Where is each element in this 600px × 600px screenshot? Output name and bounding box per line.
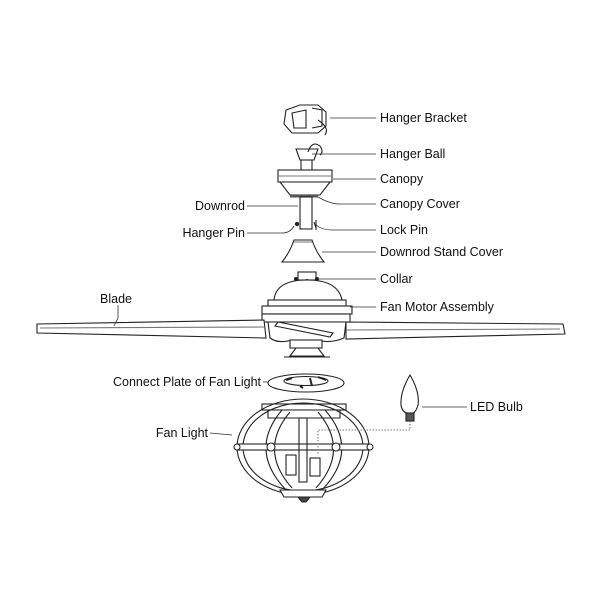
label-led-bulb: LED Bulb bbox=[470, 400, 523, 414]
connect-plate-part bbox=[267, 373, 345, 393]
downrod-stand-cover-part bbox=[280, 239, 326, 263]
label-collar: Collar bbox=[380, 272, 413, 286]
hanger-ball-part bbox=[295, 143, 323, 172]
canopy-part bbox=[277, 169, 333, 198]
label-blade: Blade bbox=[100, 292, 132, 306]
downrod-part bbox=[294, 196, 317, 230]
label-fan-light: Fan Light bbox=[155, 426, 208, 440]
blades-part bbox=[36, 319, 566, 340]
label-fan-motor-assembly: Fan Motor Assembly bbox=[380, 300, 494, 314]
label-lock-pin: Lock Pin bbox=[380, 223, 428, 237]
label-canopy-cover: Canopy Cover bbox=[380, 197, 460, 211]
fan-motor-part bbox=[261, 271, 353, 358]
label-canopy: Canopy bbox=[380, 172, 424, 186]
leader-lines bbox=[113, 117, 467, 436]
label-downrod-stand-cover: Downrod Stand Cover bbox=[380, 245, 503, 259]
fan-light-part bbox=[233, 398, 374, 503]
label-downrod: Downrod bbox=[194, 199, 245, 213]
label-hanger-bracket: Hanger Bracket bbox=[380, 111, 467, 125]
hanger-bracket-part bbox=[283, 104, 327, 136]
label-connect-plate: Connect Plate of Fan Light bbox=[112, 375, 261, 389]
label-hanger-ball: Hanger Ball bbox=[380, 147, 446, 161]
label-hanger-pin: Hanger Pin bbox=[182, 226, 245, 240]
led-bulb-part bbox=[317, 373, 419, 455]
